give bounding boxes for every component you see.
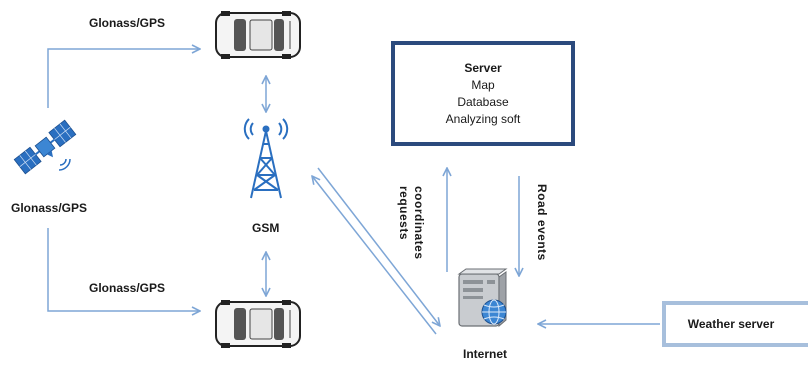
server-box: Server Map Database Analyzing soft <box>391 41 575 146</box>
glonass-label-satellite: Glonass/GPS <box>11 201 88 215</box>
internet-server-links <box>447 168 519 276</box>
gsm-tower-icon <box>243 118 289 199</box>
glonass-label-top: Glonass/GPS <box>89 16 166 30</box>
weather-server-box: Weather server <box>662 301 808 347</box>
gsm-label: GSM <box>252 221 280 235</box>
gsm-internet-link <box>312 167 440 335</box>
glonass-label-bottom: Glonass/GPS <box>89 281 166 295</box>
arrow-satellite-to-bottom-car <box>47 228 200 311</box>
coordinates-requests-label: coordinates requests <box>396 186 426 260</box>
computer-server-icon <box>457 268 508 328</box>
satellite-signal-icon <box>58 158 71 171</box>
weather-server-label: Weather server <box>687 317 775 331</box>
car-icon <box>215 300 301 348</box>
satellite-icon <box>13 119 77 175</box>
requests-text: requests <box>397 186 411 241</box>
coordinates-text: coordinates <box>412 186 426 260</box>
road-events-label: Road events <box>535 184 549 261</box>
server-item-map: Map <box>471 77 495 92</box>
internet-label: Internet <box>463 347 508 361</box>
satellite-connections <box>47 49 200 311</box>
arrow-satellite-to-top-car <box>47 49 200 108</box>
car-icon <box>215 11 301 59</box>
arrow-gsm-to-internet <box>317 167 440 326</box>
arrow-internet-to-gsm <box>312 176 437 335</box>
server-title: Server <box>464 60 502 75</box>
server-item-database: Database <box>457 94 509 109</box>
server-item-analyzing-soft: Analyzing soft <box>445 111 521 126</box>
